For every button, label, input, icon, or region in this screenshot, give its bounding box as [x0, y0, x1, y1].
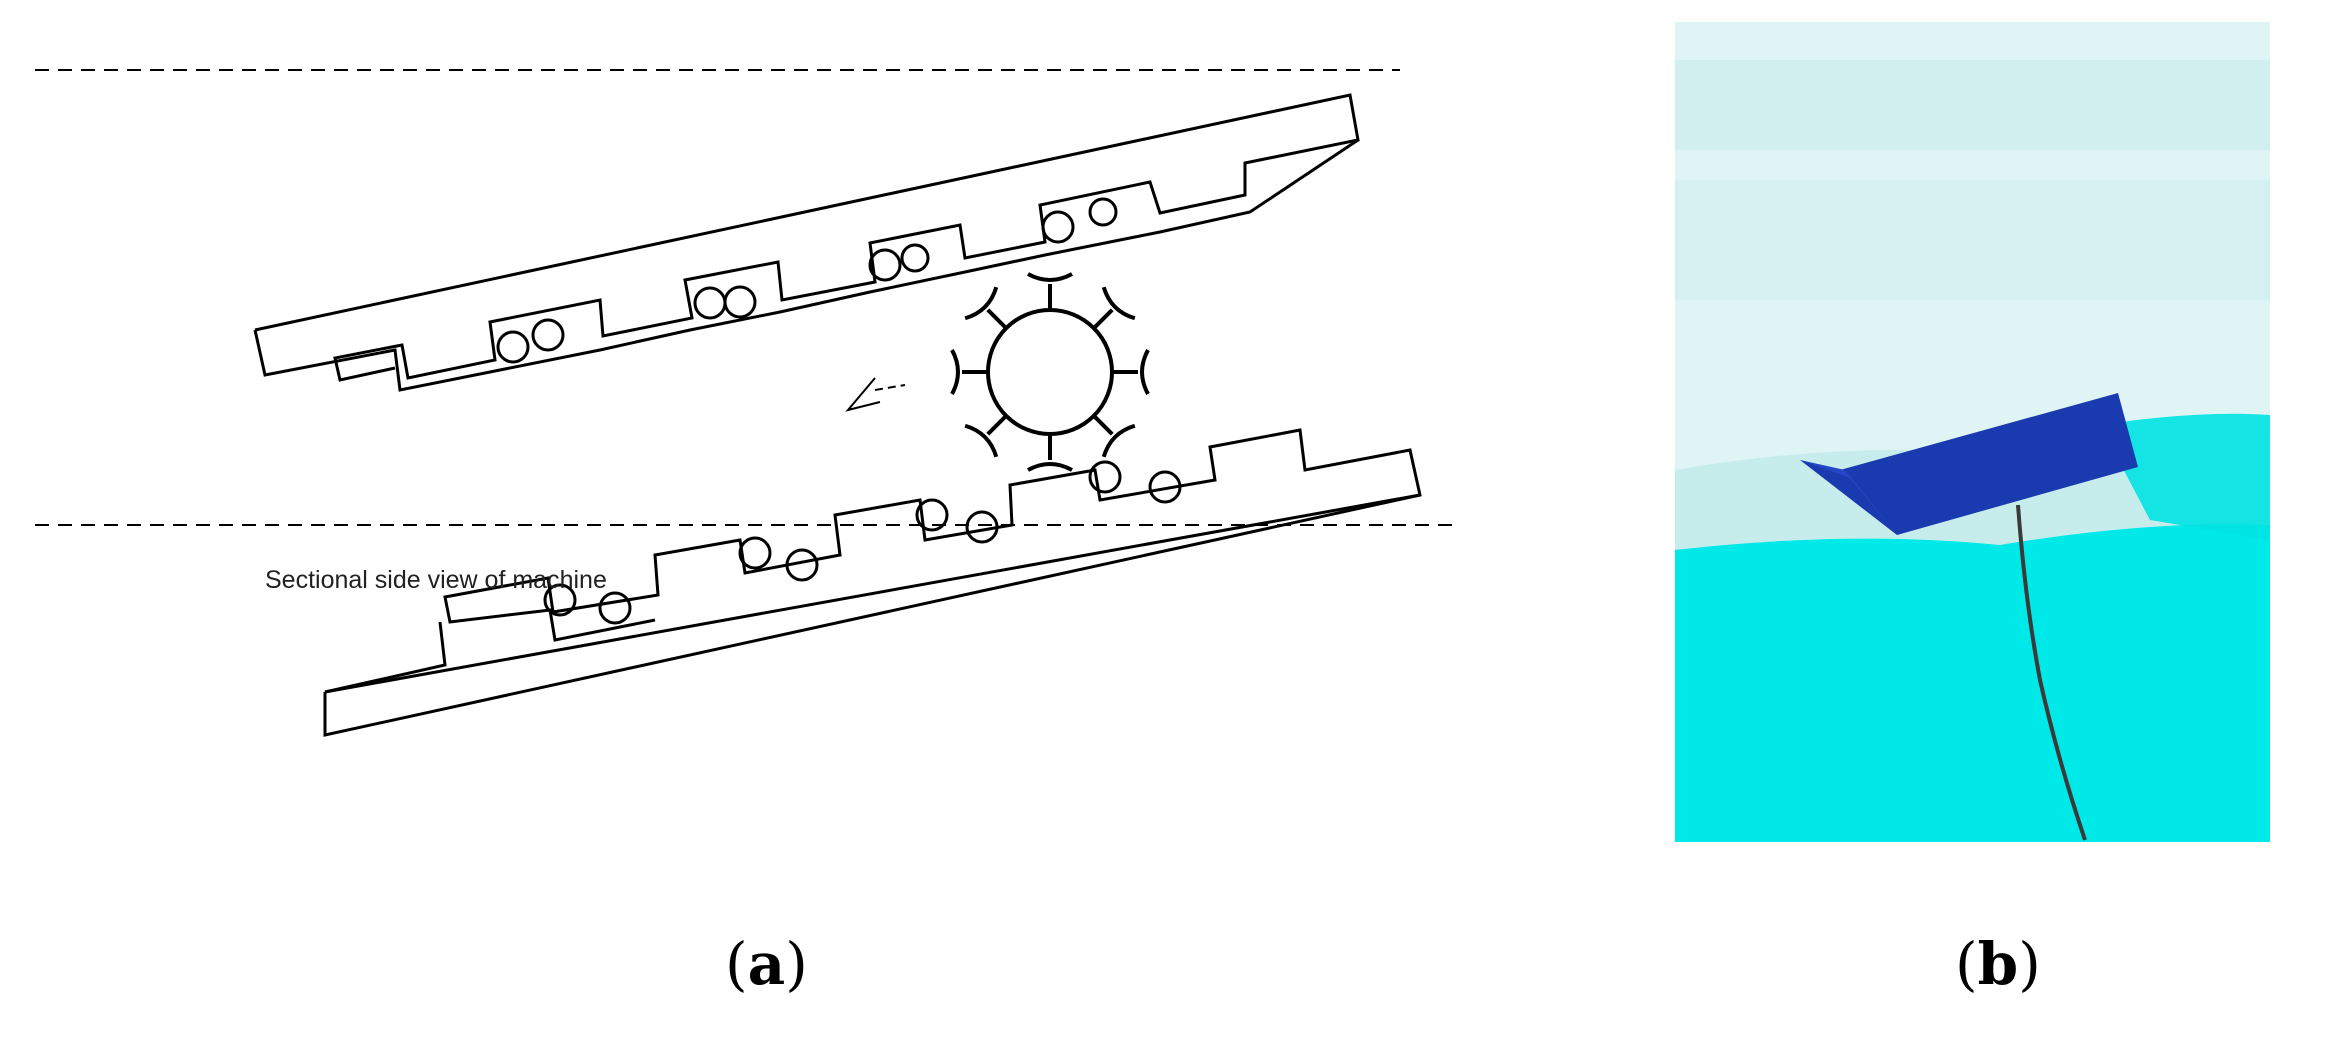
panel-a-diagram [35, 69, 1455, 737]
ball [1148, 470, 1182, 504]
upper-rail-base [253, 138, 1359, 392]
water-horizon [2100, 413, 2270, 540]
lower-rail-base [323, 493, 1421, 737]
rotor-paddles [950, 272, 1150, 472]
ball [1041, 210, 1075, 244]
panel-a-label: Sectional side view of machine [265, 566, 607, 594]
ball [723, 285, 757, 319]
lower-step-left [324, 621, 447, 694]
ball [868, 248, 902, 282]
ball [738, 536, 772, 570]
upper-rail [254, 93, 1360, 382]
tether [2016, 504, 2087, 841]
ball [915, 498, 949, 532]
ball [785, 548, 819, 582]
rotor [950, 272, 1150, 472]
panel-b-scene [1675, 22, 2270, 842]
caption-a: (a) [725, 930, 808, 998]
ball [531, 318, 565, 352]
ball [598, 591, 632, 625]
rotor-hub [986, 308, 1114, 436]
boat [1800, 393, 2138, 535]
direction-arrow-icon [845, 377, 906, 412]
ball [1088, 197, 1118, 227]
caption-b: (b) [1955, 930, 2041, 998]
ball [693, 286, 727, 320]
ball [900, 243, 930, 273]
lower-rail [324, 428, 1422, 694]
ball [496, 330, 530, 364]
ball [965, 510, 999, 544]
ball [1088, 460, 1122, 494]
ball [543, 583, 577, 617]
boat-bow [1800, 460, 1897, 535]
water [1675, 524, 2270, 842]
sky-band [1675, 60, 2270, 150]
sky-band [1675, 180, 2270, 300]
